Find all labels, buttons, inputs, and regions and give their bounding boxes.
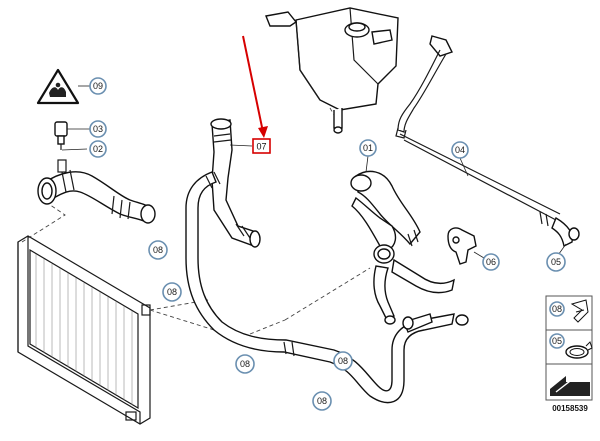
legend-panel: 08 05 00158539 bbox=[545, 295, 593, 413]
callout-08-e-label: 08 bbox=[317, 396, 327, 406]
callout-06[interactable]: 06 bbox=[482, 253, 500, 271]
hose-02 bbox=[37, 159, 156, 224]
clamp-clip-icon bbox=[570, 299, 589, 323]
callout-04[interactable]: 04 bbox=[451, 141, 469, 159]
hose-04 bbox=[395, 35, 580, 248]
callout-08-a-label: 08 bbox=[153, 245, 163, 255]
hose-clamp-icon bbox=[565, 341, 593, 359]
callout-02-label: 02 bbox=[93, 144, 103, 154]
callout-04-label: 04 bbox=[455, 145, 465, 155]
callout-03-label: 03 bbox=[93, 124, 103, 134]
callout-01[interactable]: 01 bbox=[359, 139, 377, 157]
hose-08 bbox=[185, 171, 469, 404]
callout-06-label: 06 bbox=[486, 257, 496, 267]
callout-08-b-label: 08 bbox=[167, 287, 177, 297]
callout-08-d-label: 08 bbox=[338, 356, 348, 366]
expansion-tank bbox=[265, 7, 399, 134]
callout-09[interactable]: 09 bbox=[89, 77, 107, 95]
clip-06 bbox=[447, 227, 477, 265]
legend-item-08[interactable]: 08 bbox=[549, 301, 565, 317]
callout-08-c[interactable]: 08 bbox=[235, 354, 255, 374]
hose-01 bbox=[350, 170, 455, 325]
callout-08-c-label: 08 bbox=[240, 359, 250, 369]
callout-09-label: 09 bbox=[93, 81, 103, 91]
legend-item-05[interactable]: 05 bbox=[549, 333, 565, 349]
highlighted-callout-07: 07 bbox=[252, 138, 271, 154]
warning-sign-09 bbox=[36, 68, 80, 105]
callout-05-label: 05 bbox=[551, 257, 561, 267]
callout-08-e[interactable]: 08 bbox=[312, 391, 332, 411]
callout-08-d[interactable]: 08 bbox=[333, 351, 353, 371]
hose-07 bbox=[210, 118, 261, 248]
callout-08-b[interactable]: 08 bbox=[162, 282, 182, 302]
red-arrow-icon bbox=[242, 35, 268, 138]
callout-01-label: 01 bbox=[363, 143, 373, 153]
document-number: 00158539 bbox=[552, 404, 588, 413]
radiator bbox=[17, 235, 151, 425]
callout-08-a[interactable]: 08 bbox=[148, 240, 168, 260]
sensor-03 bbox=[54, 121, 68, 150]
callout-02[interactable]: 02 bbox=[89, 140, 107, 158]
arrow-tool-icon bbox=[550, 376, 590, 396]
callout-05[interactable]: 05 bbox=[546, 252, 566, 272]
callout-03[interactable]: 03 bbox=[89, 120, 107, 138]
legend-item-08-label: 08 bbox=[552, 304, 562, 314]
legend-item-05-label: 05 bbox=[552, 336, 562, 346]
callout-07-label: 07 bbox=[256, 142, 266, 152]
